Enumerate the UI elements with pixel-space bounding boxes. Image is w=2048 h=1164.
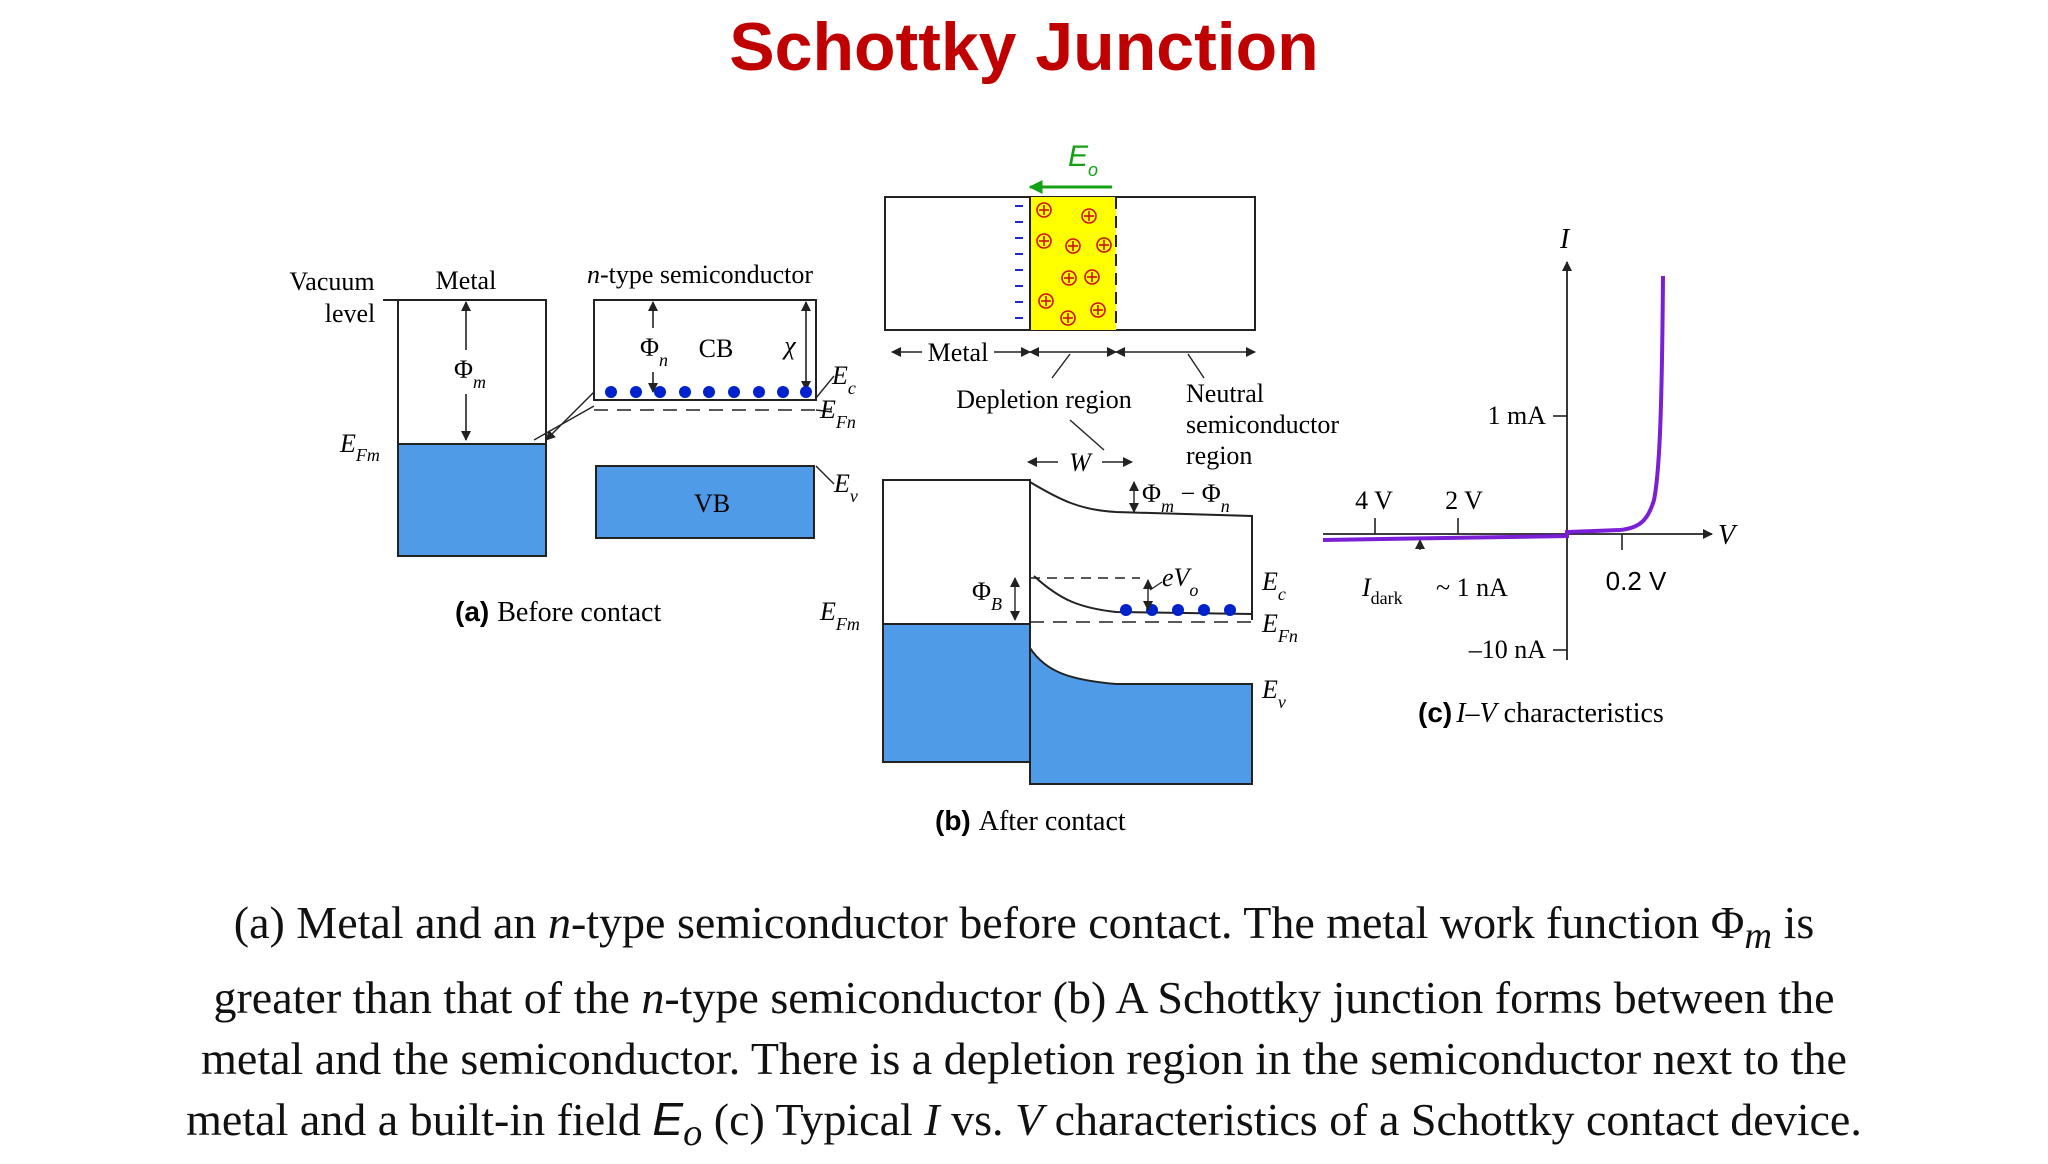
phi-m-minus-phi-n: Φm − Φn (1142, 479, 1230, 516)
tick-1ma: 1 mA (1488, 401, 1547, 430)
positive-donor-ions (1036, 202, 1112, 326)
efm-label-a: EFm (339, 429, 380, 465)
panel-b-caption: (b)After contact (935, 805, 1126, 837)
conduction-band-b (1033, 575, 1253, 615)
i-axis-label: I (1559, 224, 1571, 255)
tick-1na: ~ 1 nA (1436, 573, 1508, 602)
metal-label: Metal (436, 266, 497, 295)
electrons-b (1120, 604, 1236, 616)
cb-label: CB (699, 334, 734, 363)
neutral-label-3: region (1186, 441, 1252, 470)
metal-surface-charges (1015, 205, 1023, 319)
panel-c-caption: (c)I–V characteristics (1418, 697, 1664, 729)
iv-curve (1322, 275, 1665, 542)
field-label: Eo (1068, 140, 1098, 180)
vb-label: VB (694, 489, 730, 518)
figure-caption: (a) Metal and an n-type semiconductor be… (40, 892, 2008, 1164)
ec-label-a: Ec (831, 361, 856, 398)
caption-line-2: greater than that of the n-type semicond… (213, 972, 1835, 1024)
tick-2v: 2 V (1445, 486, 1483, 515)
neutral-label-2: semiconductor (1186, 410, 1339, 439)
neutral-label-1: Neutral (1186, 379, 1264, 408)
vacuum-label-1: Vacuum (289, 267, 374, 296)
ev-label-b: Ev (1261, 675, 1286, 712)
phi-b-label: ΦB (972, 577, 1002, 614)
efn-label-a: EFn (819, 395, 856, 432)
valence-band-b (1029, 644, 1253, 785)
caption-line-3: metal and the semiconductor. There is a … (201, 1033, 1847, 1085)
caption-line-4: metal and a built-in field Eo (c) Typica… (186, 1093, 1862, 1155)
phi-n-label: Φn (640, 333, 668, 370)
vacuum-label-2: level (325, 299, 376, 328)
ev-o-label: eVo (1162, 563, 1198, 600)
efm-label-b: EFm (819, 597, 860, 634)
panel-b-after-contact: Eo Metal Depl (819, 140, 1339, 837)
v-axis-label: V (1718, 520, 1738, 551)
panel-a-caption: (a)Before contact (455, 596, 661, 628)
tick-02v: 0.2 V (1606, 566, 1667, 596)
idark-label: Idark (1361, 573, 1403, 608)
ec-label-b: Ec (1261, 567, 1286, 604)
chi-label: χ (781, 331, 796, 360)
metal-filled-band (397, 443, 547, 557)
electrons-a (605, 386, 812, 398)
semiconductor-label: n-type semiconductor (587, 260, 813, 289)
tick-4v: 4 V (1355, 486, 1393, 515)
page-title: Schottky Junction (729, 9, 1319, 85)
cb-box (593, 299, 817, 401)
ev-label-a: Ev (833, 469, 858, 506)
phi-m-label: Φm (454, 355, 486, 392)
caption-line-1: (a) Metal and an n-type semiconductor be… (233, 897, 1815, 958)
vb-block (595, 465, 815, 539)
tick-10na: –10 nA (1468, 635, 1547, 664)
efn-label-b: EFn (1261, 609, 1298, 646)
depletion-label: Depletion region (956, 385, 1131, 414)
w-label: W (1069, 448, 1093, 477)
conduction-band-edge (1029, 481, 1253, 620)
metal-region-label: Metal (928, 338, 989, 367)
panel-c-iv-characteristics: I V 1 mA –10 nA 4 V 2 V 0.2 V Idark ~ 1 … (1322, 224, 1738, 729)
metal-filled-band-b (882, 623, 1031, 763)
panel-a-before-contact: Vacuum level Metal n-type semiconductor … (289, 260, 857, 628)
